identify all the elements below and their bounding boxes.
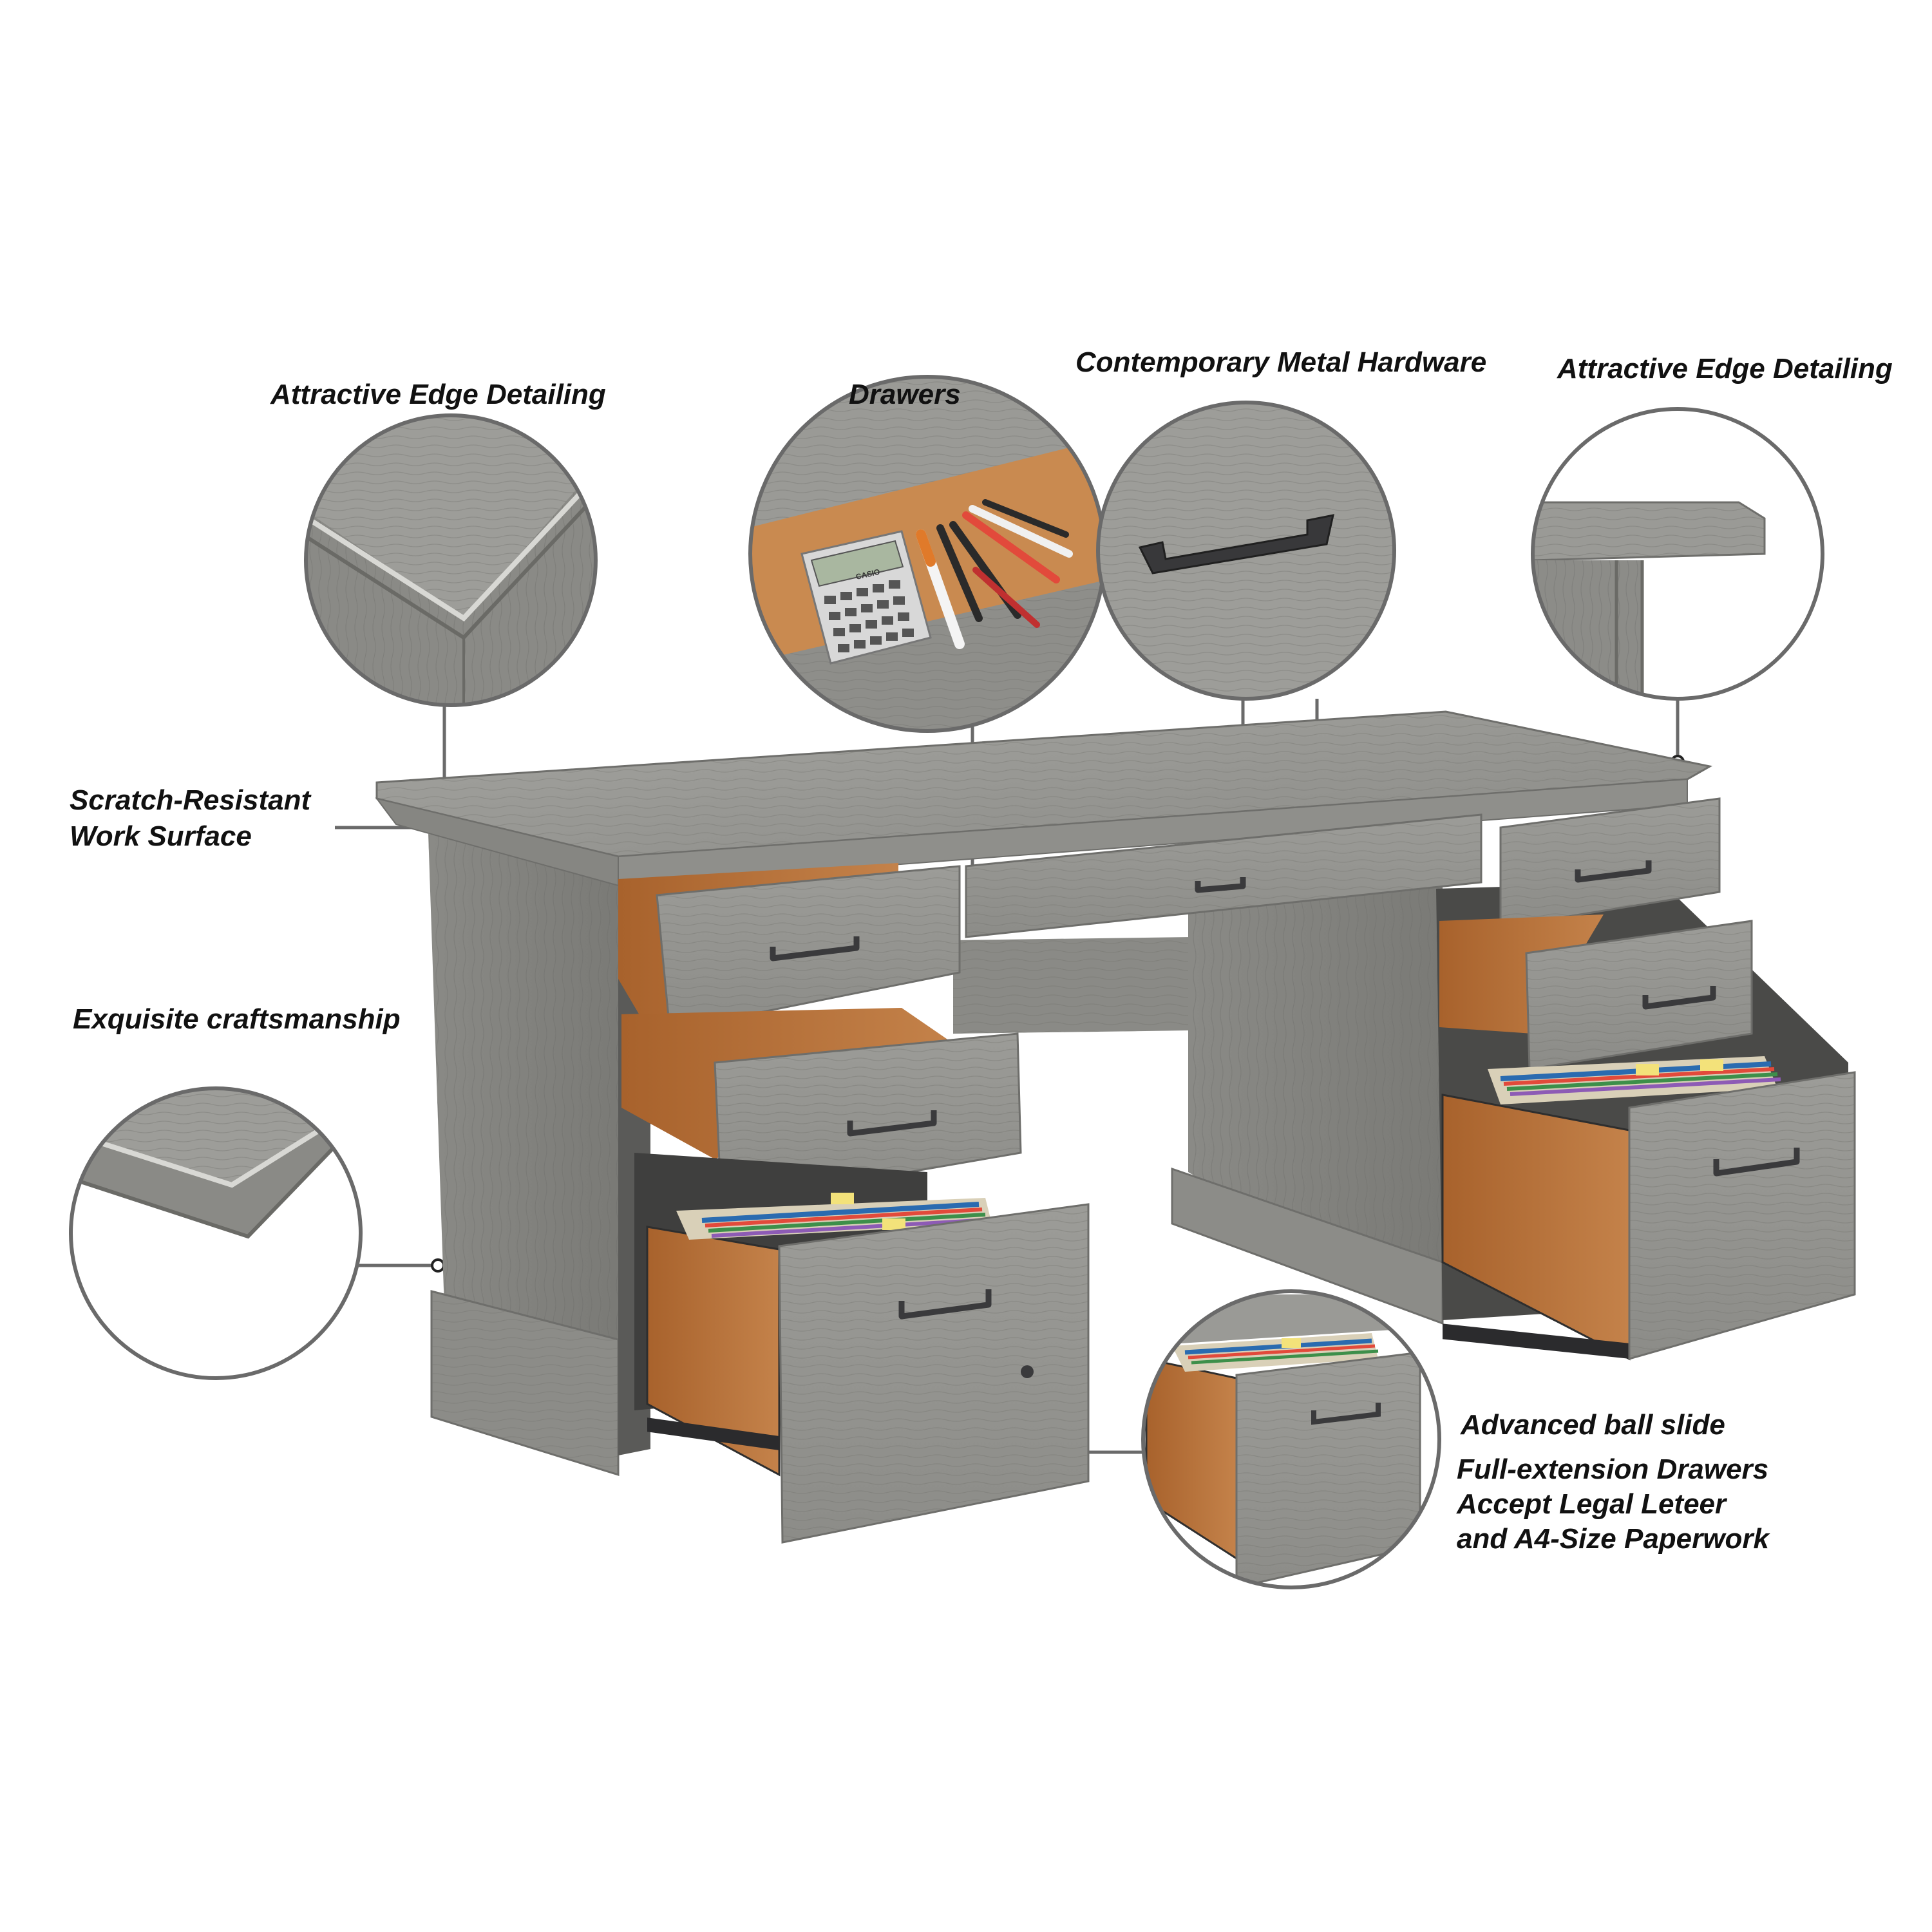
label-craftsmanship: Exquisite craftsmanship	[73, 1003, 401, 1035]
pens	[916, 499, 1073, 649]
right-middle-drawer-interior	[1439, 914, 1604, 1034]
right-file-drawer-side	[1441, 1094, 1631, 1361]
label-work-surface: Scratch-Resistant Work Surface	[70, 782, 310, 855]
right-file-drawer-slide	[1443, 1323, 1629, 1359]
label-metal-hardware: Contemporary Metal Hardware	[1075, 346, 1487, 378]
label-work-surface-line2: Work Surface	[70, 820, 252, 852]
detail-circle-edge-left	[304, 413, 598, 707]
label-edge-detailing-right: Attractive Edge Detailing	[1557, 353, 1893, 384]
label-full-extension-line1: Full-extension Drawers	[1457, 1454, 1769, 1485]
detail-circle-craftsmanship	[69, 1086, 363, 1380]
label-work-surface-line1: Scratch-Resistant	[70, 784, 311, 816]
right-top-drawer-handle	[1575, 860, 1652, 883]
right-plinth	[1171, 1167, 1444, 1325]
left-file-drawer-handle	[898, 1289, 992, 1320]
right-middle-drawer-handle	[1642, 986, 1716, 1010]
left-file-drawer-lock	[1021, 1365, 1034, 1378]
label-edge-detailing-left: Attractive Edge Detailing	[270, 379, 606, 410]
center-drawer-handle	[1195, 877, 1246, 893]
desk	[375, 710, 1856, 1544]
left-middle-drawer-handle	[847, 1110, 937, 1137]
detail-circle-ball-slide	[1141, 1289, 1441, 1589]
calculator: CASIO	[800, 530, 932, 665]
label-drawers: Drawers	[849, 379, 961, 410]
dot-craftsmanship	[431, 1258, 445, 1273]
right-file-drawer-handle	[1713, 1148, 1800, 1177]
detail-circle-drawers: CASIO	[748, 375, 1106, 733]
right-hanging-files	[1488, 1056, 1781, 1104]
hardware-pull-icon	[1138, 514, 1334, 574]
left-top-drawer-handle	[770, 936, 860, 961]
detail-circle-hardware	[1096, 401, 1396, 701]
detail-circle-edge-right	[1531, 407, 1824, 701]
label-full-extension-line2: Accept Legal Leteer	[1457, 1488, 1727, 1520]
label-ball-slide: Advanced ball slide	[1461, 1409, 1725, 1441]
label-full-extension-line3: and A4-Size Paperwork	[1457, 1523, 1769, 1555]
left-hanging-files	[676, 1193, 992, 1240]
left-file-drawer-side	[646, 1226, 781, 1477]
label-full-extension: Full-extension Drawers Accept Legal Lete…	[1457, 1452, 1769, 1557]
left-file-drawer-slide	[647, 1417, 779, 1451]
